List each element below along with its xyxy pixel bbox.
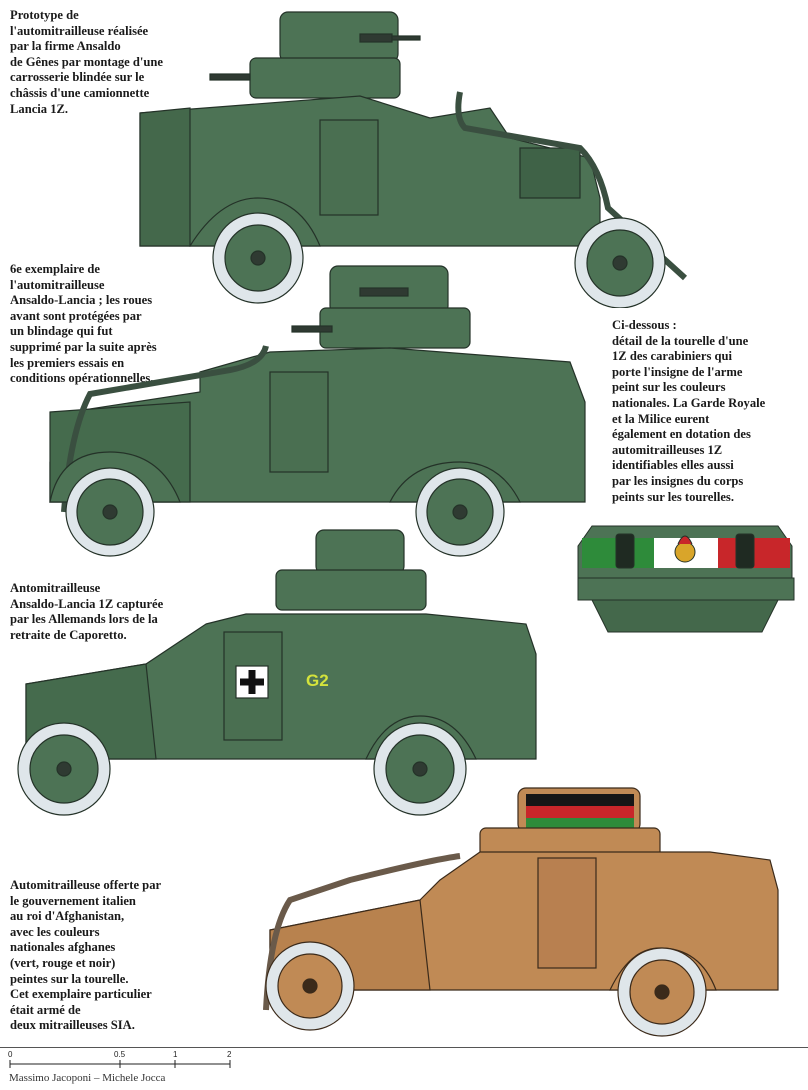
caption-sixth-example: 6e exemplaire de l'automitrailleuse Ansa… <box>10 262 157 386</box>
caption-captured: Antomitrailleuse Ansaldo-Lancia 1Z captu… <box>10 581 164 642</box>
prototype-armoured-car-illustration <box>139 11 688 308</box>
captured-code-marking: G2 <box>306 671 329 690</box>
carabinieri-turret-detail-illustration <box>577 525 795 633</box>
illustrator-credits: Massimo Jacoponi – Michele Jocca <box>9 1072 166 1084</box>
caption-afghan: Automitrailleuse offerte par le gouverne… <box>10 878 162 1033</box>
sixth-example-armoured-car-illustration <box>49 265 586 557</box>
scale-tick-0-5: 0.5 <box>114 1050 126 1059</box>
scale-tick-2: 2 <box>227 1050 232 1059</box>
captured-armoured-car-illustration: G2 <box>17 529 537 816</box>
caption-prototype: Prototype de l'automitrailleuse réalisée… <box>10 8 164 116</box>
scale-bar: 0 0.5 1 2 <box>8 1050 232 1068</box>
bottom-rule <box>0 1047 808 1048</box>
scale-tick-1: 1 <box>173 1050 178 1059</box>
caption-turret-detail: Ci-dessous : détail de la tourelle d'une… <box>612 318 766 504</box>
afghan-armoured-car-illustration <box>263 787 779 1037</box>
scale-tick-0: 0 <box>8 1050 13 1059</box>
